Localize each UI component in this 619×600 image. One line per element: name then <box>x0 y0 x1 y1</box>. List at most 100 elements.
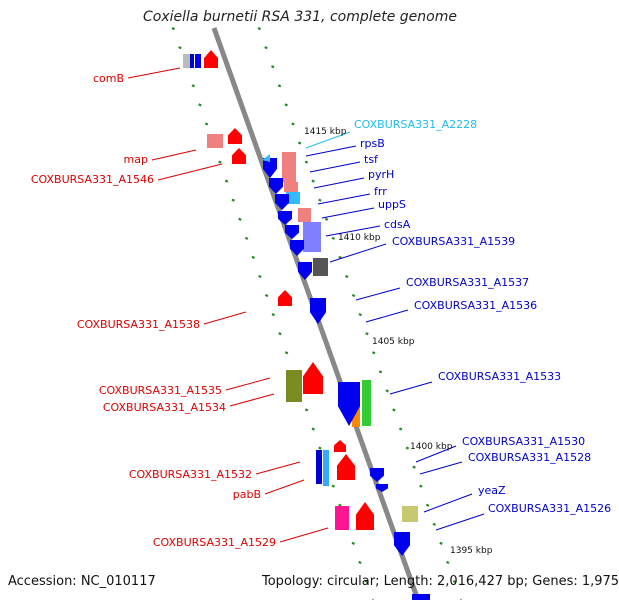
right-label-leader <box>365 309 409 323</box>
left-gene-label: pabB <box>233 488 261 501</box>
right-gene-label: yeaZ <box>478 484 506 497</box>
reverse-gene-arrow <box>269 178 283 194</box>
track-dot <box>311 427 315 431</box>
track-dot <box>345 274 349 279</box>
track-dot <box>425 503 430 507</box>
track-dot <box>264 46 268 50</box>
track-dot <box>318 198 322 202</box>
left-label-leader <box>225 377 271 391</box>
left-gene-label: comB <box>93 72 124 85</box>
track-dot <box>191 84 195 88</box>
left-label-leader <box>279 527 329 543</box>
track-dot <box>278 332 282 336</box>
track-dot <box>198 103 202 107</box>
gene-block <box>282 152 296 168</box>
small-gene-arrow <box>262 154 270 162</box>
right-gene-label: uppS <box>378 198 406 211</box>
left-gene-label: COXBURSA331_A1538 <box>77 318 200 331</box>
right-gene-label: frr <box>374 185 387 198</box>
track-dot <box>365 332 369 336</box>
track-dot <box>284 351 289 355</box>
left-gene-label: COXBURSA331_A1532 <box>129 468 252 481</box>
reverse-gene-arrow <box>285 225 299 239</box>
gene-block <box>313 258 328 276</box>
track-dot <box>264 293 269 298</box>
gene-block <box>298 208 311 222</box>
gene-block <box>207 134 223 148</box>
left-gene-label: COXBURSA331_A1546 <box>31 173 154 186</box>
forward-gene-arrow <box>204 50 218 68</box>
right-gene-label: COXBURSA331_A1539 <box>392 235 515 248</box>
track-dot <box>244 236 249 240</box>
right-gene-label: tsf <box>364 153 379 166</box>
gene-block <box>303 222 321 252</box>
right-label-leader <box>423 493 473 513</box>
gene-block <box>282 168 296 182</box>
left-label-leader <box>127 67 181 79</box>
right-label-leader <box>321 207 375 219</box>
left-label-leader <box>157 163 223 181</box>
track-dot <box>338 503 342 507</box>
reverse-gene-arrow <box>263 158 277 178</box>
right-label-leader <box>435 513 485 531</box>
track-dot <box>412 465 416 469</box>
track-dot <box>392 408 396 412</box>
genome-title: Coxiella burnetii RSA 331, complete geno… <box>143 9 457 25</box>
reverse-gene-arrow <box>370 468 384 482</box>
gene-block <box>286 370 302 402</box>
genome-map-view: Coxiella burnetii RSA 331, complete geno… <box>8 9 619 600</box>
right-gene-label: COXBURSA331_A1536 <box>414 299 537 312</box>
track-dot <box>331 484 335 488</box>
label-leader-lines <box>127 67 485 543</box>
left-gene-label: COXBURSA331_A1535 <box>99 384 222 397</box>
forward-gene-arrow <box>303 362 323 394</box>
track-dot <box>324 217 329 221</box>
left-gene-label: COXBURSA331_A1529 <box>153 536 276 549</box>
gene-block <box>402 506 418 522</box>
track-dot <box>277 84 282 88</box>
reverse-gene-arrow <box>310 298 326 324</box>
track-dot <box>405 446 410 450</box>
track-dot <box>364 579 369 584</box>
forward-gene-arrow <box>278 290 292 306</box>
gene-block <box>286 192 300 204</box>
kbp-marker-label: 1400 kbp <box>410 442 453 452</box>
gene-block <box>335 506 349 530</box>
right-gene-label: pyrH <box>368 168 394 181</box>
forward-gene-arrow <box>334 440 346 452</box>
track-dot <box>371 351 376 355</box>
kbp-marker-label: 1410 kbp <box>338 233 381 243</box>
gene-block <box>323 450 329 486</box>
track-dot <box>224 179 229 183</box>
forward-gene-arrow <box>356 502 374 530</box>
track-dot <box>270 65 275 69</box>
right-gene-label: COXBURSA331_A1528 <box>468 451 591 464</box>
track-dot <box>398 427 403 431</box>
kbp-marker-label: 1405 kbp <box>372 337 415 347</box>
track-dot <box>258 274 262 279</box>
track-dot <box>271 313 275 317</box>
kbp-marker-label: 1395 kbp <box>450 546 493 556</box>
forward-gene-arrow <box>337 454 355 480</box>
track-dot <box>358 560 362 565</box>
track-dot <box>218 160 222 164</box>
track-dot <box>204 122 209 126</box>
track-dot <box>231 198 235 202</box>
track-dot <box>318 446 322 450</box>
reverse-gene-arrow <box>290 240 304 256</box>
gene-block <box>284 182 298 192</box>
kbp-marker-label: 1415 kbp <box>304 127 347 137</box>
track-dot <box>419 484 423 488</box>
reverse-gene-arrow <box>376 484 388 492</box>
track-dot <box>297 141 302 145</box>
track-dot <box>284 103 288 107</box>
gene-block <box>316 450 322 484</box>
right-label-leader <box>419 461 463 475</box>
left-label-leader <box>264 479 305 495</box>
track-dot <box>311 179 315 183</box>
right-gene-label: COXBURSA331_A2228 <box>354 118 477 131</box>
right-label-leader <box>325 225 381 237</box>
topology-text: Topology: circular; Length: 2,016,427 bp… <box>262 574 619 589</box>
reverse-gene-arrow <box>338 382 360 426</box>
right-label-leader <box>305 145 357 157</box>
